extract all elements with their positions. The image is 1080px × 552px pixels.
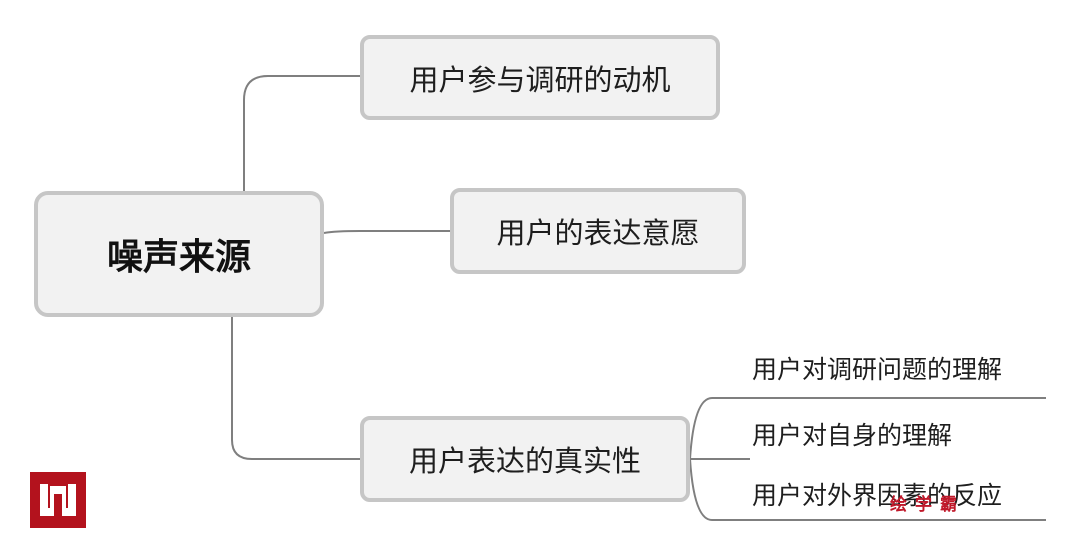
branch-node-3: 用户表达的真实性 xyxy=(360,416,690,502)
leaf-node-2: 用户对自身的理解 xyxy=(752,421,953,450)
branch-node-2: 用户的表达意愿 xyxy=(450,188,746,274)
root-node-label: 噪声来源 xyxy=(106,237,251,278)
branch-node-2-label: 用户的表达意愿 xyxy=(496,216,700,250)
watermark-text: 绘学霸 xyxy=(890,495,965,515)
branch-node-1-label: 用户参与调研的动机 xyxy=(409,62,671,97)
root-node: 噪声来源 xyxy=(34,191,324,317)
connector-branch3-leaf-3 xyxy=(689,458,1046,521)
connector-root-branch-3 xyxy=(231,317,360,460)
branch-node-1: 用户参与调研的动机 xyxy=(360,35,720,120)
leaf-node-3: 用户对外界因素的反应 xyxy=(752,481,1003,510)
connector-root-branch-2 xyxy=(323,230,450,234)
branch-node-3-label: 用户表达的真实性 xyxy=(408,444,641,478)
leaf-node-1: 用户对调研问题的理解 xyxy=(752,355,1003,384)
connector-branch3-leaf-1 xyxy=(689,397,1046,460)
connector-root-branch-1 xyxy=(243,75,360,191)
brand-w-logo-icon xyxy=(30,472,86,528)
